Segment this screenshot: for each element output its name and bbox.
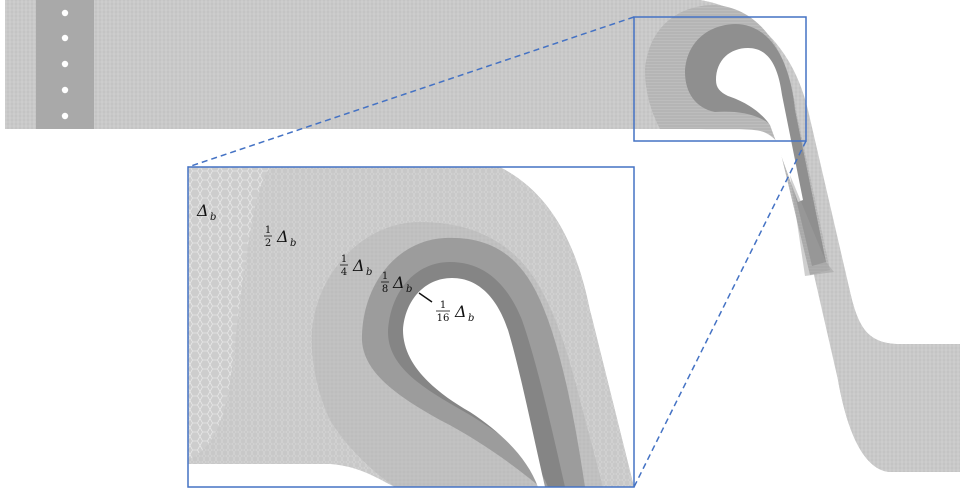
- svg-text:b: b: [468, 313, 474, 324]
- level4-leader: [418, 292, 433, 303]
- inlet-holes: [61, 9, 69, 120]
- inset-lower-void: [188, 464, 395, 487]
- overview-zoom-frame: [633, 16, 807, 142]
- inset-frame: [187, 166, 635, 488]
- svg-text:Δ: Δ: [392, 273, 405, 292]
- label-level3: 1 8 Δ b: [381, 271, 412, 295]
- svg-text:Δ: Δ: [276, 227, 289, 246]
- svg-text:Δ: Δ: [352, 256, 365, 275]
- label-level2: 1 4 Δ b: [340, 254, 372, 278]
- inset-blade-hole: [403, 278, 545, 487]
- svg-text:1: 1: [265, 225, 271, 236]
- svg-text:1: 1: [341, 254, 347, 265]
- diagonal-band: [790, 175, 834, 276]
- svg-text:b: b: [210, 212, 216, 223]
- channel-straight: [5, 0, 655, 129]
- label-level0: Δ b: [196, 201, 216, 223]
- svg-text:b: b: [290, 238, 296, 249]
- blade-hole: [716, 48, 803, 202]
- svg-text:4: 4: [341, 267, 347, 278]
- label-level1: 1 2 Δ b: [264, 225, 296, 249]
- overview-mesh: [5, 0, 960, 472]
- connector-top: [187, 16, 635, 168]
- svg-text:1: 1: [440, 300, 446, 311]
- inset-right-void: [500, 167, 634, 487]
- inset-mesh: [188, 167, 634, 487]
- svg-text:16: 16: [437, 313, 450, 324]
- svg-text:2: 2: [265, 238, 271, 249]
- svg-text:8: 8: [382, 284, 388, 295]
- svg-text:b: b: [366, 267, 372, 278]
- svg-text:1: 1: [382, 271, 388, 282]
- label-level4: 1 16 Δ b: [436, 300, 474, 324]
- connector-bottom: [633, 140, 807, 488]
- svg-text:Δ: Δ: [196, 201, 209, 220]
- svg-text:b: b: [406, 284, 412, 295]
- svg-text:Δ: Δ: [454, 302, 467, 321]
